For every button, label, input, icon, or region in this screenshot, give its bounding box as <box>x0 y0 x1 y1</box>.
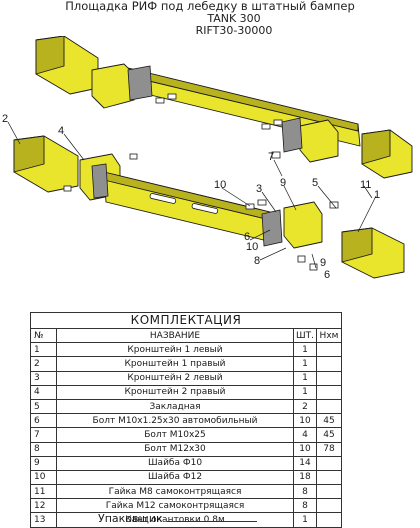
cell-num: 13 <box>30 512 57 528</box>
table-header-row: № НАЗВАНИЕ ШТ. Нхм <box>30 327 342 344</box>
cell-name: Закладная <box>56 398 294 415</box>
cell-torque <box>316 398 342 415</box>
cell-name: Болт M10х1.25х30 автомобильный <box>56 413 294 429</box>
clamp-block-upper-left <box>91 63 135 109</box>
cell-num: 12 <box>30 498 57 514</box>
cell-qty: 1 <box>293 356 317 372</box>
cell-num: 5 <box>30 398 57 415</box>
cell-num: 2 <box>30 356 57 372</box>
cell-torque <box>316 370 342 386</box>
cell-torque <box>316 356 342 372</box>
cell-torque <box>316 469 342 486</box>
cell-torque <box>316 484 342 500</box>
cell-name: Гайка M12 самоконтрящаяся <box>56 498 294 514</box>
cell-qty: 1 <box>293 370 317 386</box>
cell-torque: 45 <box>316 413 342 429</box>
callout-11: 11 <box>360 179 371 191</box>
cell-qty: 8 <box>293 484 317 500</box>
callout-7: 7 <box>268 151 274 163</box>
cell-torque <box>316 384 342 400</box>
cell-name: Шайба Ф12 <box>56 469 294 486</box>
col-name: НАЗВАНИЕ <box>56 327 294 344</box>
cell-name: Гайка M8 самоконтрящаяся <box>56 484 294 500</box>
clamp-block-upper-right <box>299 119 339 163</box>
table-title: КОМПЛЕКТАЦИЯ <box>30 312 342 328</box>
cell-num: 10 <box>30 469 57 486</box>
cell-num: 8 <box>30 441 57 457</box>
callout-2: 2 <box>2 113 8 125</box>
cell-name: Кронштейн 2 левый <box>56 370 294 386</box>
cell-torque: 45 <box>316 427 342 443</box>
exploded-assembly-drawing: 2 4 10 3 9 5 11 1 7 6 10 8 9 6 <box>2 36 413 281</box>
cell-name: Болт M12х30 <box>56 441 294 457</box>
cell-num: 3 <box>30 370 57 386</box>
signature-line <box>166 512 257 522</box>
packer-signature: Упаковщик <box>98 512 257 525</box>
cell-num: 4 <box>30 384 57 400</box>
callout-9: 9 <box>280 177 286 189</box>
cell-num: 9 <box>30 455 57 471</box>
cell-qty: 18 <box>293 469 317 486</box>
callout-10: 10 <box>214 179 226 191</box>
cell-qty: 10 <box>293 441 317 457</box>
col-qty: ШТ. <box>293 327 317 344</box>
model-name: TANK 300 <box>207 12 261 25</box>
cell-qty: 4 <box>293 427 317 443</box>
callout-6: 6 <box>244 231 250 243</box>
cell-qty: 1 <box>293 342 317 358</box>
cell-num: 11 <box>30 484 57 500</box>
cell-qty: 1 <box>293 384 317 400</box>
cell-num: 1 <box>30 342 57 358</box>
cell-qty: 8 <box>293 498 317 514</box>
callout-3: 3 <box>256 183 262 195</box>
callout-1: 1 <box>374 189 380 201</box>
callout-4: 4 <box>58 125 64 137</box>
cell-qty: 10 <box>293 413 317 429</box>
cell-num: 6 <box>30 413 57 429</box>
cell-name: Шайба Ф10 <box>56 455 294 471</box>
cell-torque: 78 <box>316 441 342 457</box>
cell-name: Кронштейн 2 правый <box>56 384 294 400</box>
part-number: RIFT30-30000 <box>195 24 273 37</box>
callout-5: 5 <box>312 177 318 189</box>
cell-torque <box>316 455 342 471</box>
cell-name: Кронштейн 1 правый <box>56 356 294 372</box>
packer-label: Упаковщик <box>98 512 163 525</box>
clamp-block-lower-right <box>283 201 323 249</box>
cell-qty: 2 <box>293 398 317 415</box>
col-torque: Нхм <box>316 327 342 344</box>
cell-torque <box>316 512 342 528</box>
callout-9b: 9 <box>320 257 326 269</box>
cell-name: Болт M10х25 <box>56 427 294 443</box>
cell-qty: 14 <box>293 455 317 471</box>
callout-8: 8 <box>254 255 260 267</box>
cell-qty: 1 <box>293 512 317 528</box>
document-title: Площадка РИФ под лебедку в штатный бампе… <box>65 0 355 13</box>
cell-name: Кронштейн 1 левый <box>56 342 294 358</box>
cell-torque <box>316 498 342 514</box>
cell-num: 7 <box>30 427 57 443</box>
cell-torque <box>316 342 342 358</box>
callout-6b: 6 <box>324 269 330 281</box>
callout-10b: 10 <box>246 241 258 253</box>
col-num: № <box>30 327 57 344</box>
